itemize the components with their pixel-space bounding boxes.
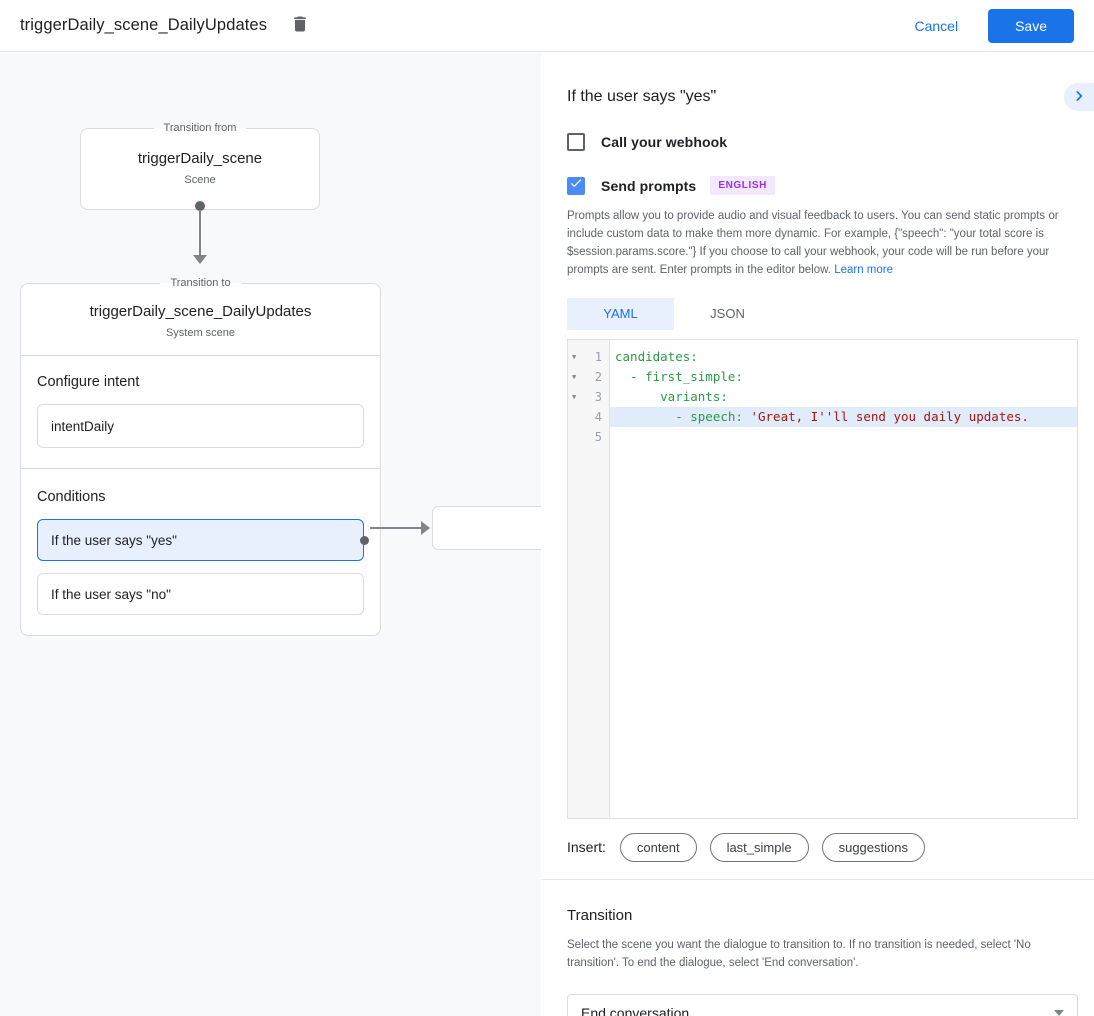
panel-divider bbox=[541, 878, 1094, 880]
send-prompts-checkbox-row[interactable]: Send prompts ENGLISH bbox=[567, 176, 1078, 195]
learn-more-link[interactable]: Learn more bbox=[834, 263, 894, 276]
condition-editor-panel: If the user says "yes" Call your webhook… bbox=[541, 52, 1094, 1016]
gutter-line: 5 bbox=[568, 427, 609, 447]
from-scene-name: triggerDaily_scene bbox=[137, 150, 263, 167]
line-number: 5 bbox=[594, 429, 602, 444]
condition-item-no[interactable]: If the user says "no" bbox=[37, 573, 364, 615]
transition-section: Transition Select the scene you want the… bbox=[567, 880, 1078, 1016]
delete-scene-button[interactable] bbox=[283, 9, 317, 43]
connector-start-dot bbox=[195, 201, 205, 211]
line-number: 1 bbox=[594, 349, 602, 364]
save-button[interactable]: Save bbox=[988, 8, 1074, 43]
scene-header[interactable]: triggerDaily_scene_DailyUpdates System s… bbox=[21, 289, 380, 355]
conditions-label: Conditions bbox=[37, 489, 106, 505]
fold-arrow-icon[interactable]: ▼ bbox=[572, 352, 577, 361]
line-number: 2 bbox=[594, 369, 602, 384]
panel-title: If the user says "yes" bbox=[567, 88, 717, 105]
cancel-button[interactable]: Cancel bbox=[914, 17, 959, 34]
arrow-down-icon bbox=[193, 255, 207, 264]
intent-name: intentDaily bbox=[51, 418, 115, 434]
editor-format-tabs: YAML JSON bbox=[567, 297, 1078, 330]
code-token-key: candidates: bbox=[615, 348, 698, 364]
code-line[interactable]: - speech: 'Great, I''ll send you daily u… bbox=[610, 406, 1077, 427]
scene-diagram-canvas: Transition from triggerDaily_scene Scene… bbox=[0, 52, 541, 1016]
dropdown-caret-icon bbox=[1054, 1009, 1064, 1016]
line-number: 3 bbox=[594, 389, 602, 404]
code-token-key: - speech: bbox=[615, 408, 751, 424]
webhook-checkbox-row[interactable]: Call your webhook bbox=[567, 133, 1078, 151]
code-token-key: variants: bbox=[615, 388, 728, 404]
transition-from-legend: Transition from bbox=[163, 122, 237, 134]
scene-body: Configure intent intentDaily Conditions … bbox=[21, 355, 380, 635]
language-badge: ENGLISH bbox=[710, 176, 775, 195]
code-token-key: - first_simple: bbox=[615, 368, 743, 384]
condition-item-yes[interactable]: If the user says "yes" bbox=[37, 519, 369, 561]
condition-label: If the user says "yes" bbox=[51, 532, 177, 548]
intent-item[interactable]: intentDaily bbox=[37, 404, 364, 448]
transition-from-node[interactable]: Transition from triggerDaily_scene Scene bbox=[80, 122, 320, 210]
transition-target-node[interactable] bbox=[432, 506, 541, 550]
transition-select-value: End conversation bbox=[581, 1004, 690, 1016]
code-line[interactable]: variants: bbox=[610, 387, 1077, 407]
insert-label: Insert: bbox=[567, 839, 606, 856]
insert-chip-last-simple[interactable]: last_simple bbox=[709, 832, 809, 862]
editor-code-area[interactable]: candidates: - first_simple: variants: - … bbox=[610, 340, 1077, 818]
prompts-description: Prompts allow you to provide audio and v… bbox=[567, 208, 1078, 280]
code-line[interactable]: - first_simple: bbox=[610, 367, 1077, 387]
gutter-line[interactable]: ▼2 bbox=[568, 367, 609, 387]
configure-intent-label: Configure intent bbox=[37, 374, 140, 390]
to-scene-type: System scene bbox=[165, 327, 236, 339]
prompts-description-text: Prompts allow you to provide audio and v… bbox=[567, 210, 1059, 276]
insert-chip-suggestions[interactable]: suggestions bbox=[821, 832, 925, 862]
from-scene-type: Scene bbox=[184, 174, 216, 186]
section-divider bbox=[21, 468, 380, 469]
connector-vertical-line bbox=[199, 210, 201, 257]
collapse-panel-button[interactable] bbox=[1064, 83, 1094, 111]
trash-icon bbox=[290, 14, 310, 37]
transition-to-legend: Transition to bbox=[170, 277, 231, 289]
transition-description: Select the scene you want the dialogue t… bbox=[567, 938, 1031, 969]
webhook-checkbox[interactable] bbox=[567, 133, 585, 151]
transition-to-node: Transition to triggerDaily_scene_DailyUp… bbox=[20, 277, 381, 636]
code-line[interactable] bbox=[610, 427, 1077, 447]
condition-output-port bbox=[360, 535, 369, 545]
condition-label: If the user says "no" bbox=[51, 586, 171, 602]
tab-json[interactable]: JSON bbox=[710, 306, 745, 322]
checkmark-icon bbox=[569, 176, 583, 195]
fold-arrow-icon[interactable]: ▼ bbox=[572, 392, 577, 401]
to-scene-name: triggerDaily_scene_DailyUpdates bbox=[89, 303, 312, 320]
webhook-checkbox-label: Call your webhook bbox=[601, 134, 728, 150]
gutter-line[interactable]: ▼1 bbox=[568, 347, 609, 367]
gutter-line: 4 bbox=[568, 407, 609, 427]
send-prompts-checkbox-label: Send prompts bbox=[601, 177, 697, 194]
transition-title: Transition bbox=[567, 906, 633, 924]
send-prompts-checkbox[interactable] bbox=[567, 176, 585, 195]
page-title: triggerDaily_scene_DailyUpdates bbox=[20, 16, 268, 34]
fold-arrow-icon[interactable]: ▼ bbox=[572, 372, 577, 381]
code-token-string: 'Great, I''ll send you daily updates. bbox=[750, 408, 1029, 424]
top-bar: triggerDaily_scene_DailyUpdates Cancel S… bbox=[0, 0, 1094, 52]
tab-yaml[interactable]: YAML bbox=[567, 297, 674, 330]
chevron-right-icon bbox=[1072, 89, 1086, 106]
transition-select[interactable]: End conversation bbox=[567, 993, 1078, 1016]
insert-chip-content[interactable]: content bbox=[619, 832, 697, 862]
insert-snippet-row: Insert: content last_simple suggestions bbox=[567, 832, 1078, 862]
connector-horizontal-line bbox=[370, 527, 423, 529]
arrow-right-icon bbox=[421, 521, 430, 535]
line-number: 4 bbox=[594, 409, 602, 424]
gutter-line[interactable]: ▼3 bbox=[568, 387, 609, 407]
code-line[interactable]: candidates: bbox=[610, 347, 1077, 367]
